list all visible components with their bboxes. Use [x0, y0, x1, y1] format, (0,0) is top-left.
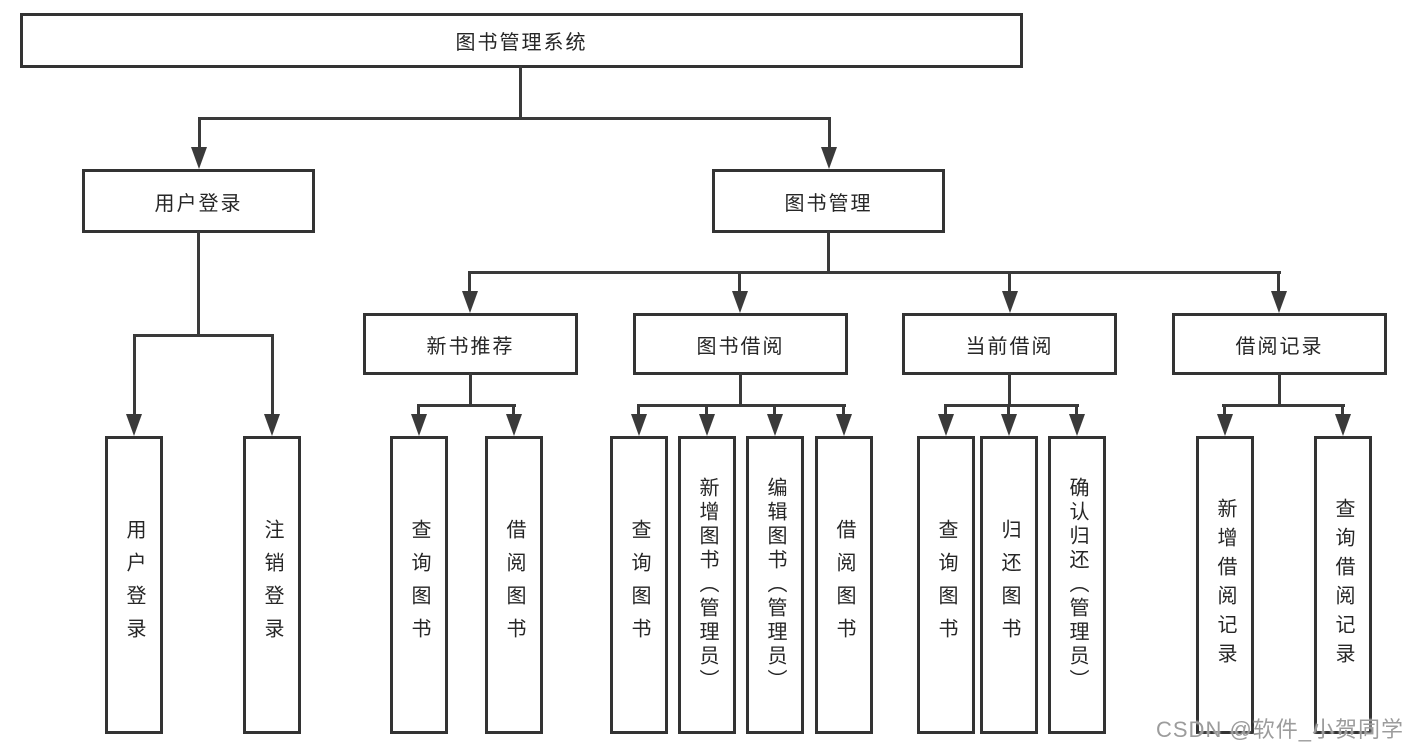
node-borrow-record: 借阅记录	[1172, 313, 1387, 375]
arrowhead-icon	[506, 414, 522, 436]
edge-new-book-splitter	[417, 404, 516, 407]
edge-book-mgmt-stem	[827, 231, 830, 274]
leaf-add-book-admin-label: 新增图书（管理员）	[696, 477, 718, 693]
leaf-return-book-label: 归还图书	[998, 519, 1020, 651]
leaf-edit-book-admin: 编辑图书（管理员）	[746, 436, 804, 734]
leaf-query-book-current-label: 查询图书	[935, 519, 957, 651]
edge-leaf	[1007, 404, 1010, 416]
node-borrow-record-label: 借阅记录	[1235, 335, 1324, 358]
arrowhead-icon	[462, 291, 478, 313]
leaf-query-book-borrow-label: 查询图书	[628, 519, 650, 651]
leaf-logout-label: 注销登录	[261, 519, 283, 651]
edge-leaf	[842, 404, 845, 416]
leaf-add-borrow-record-label: 新增借阅记录	[1214, 498, 1236, 672]
arrowhead-icon	[631, 414, 647, 436]
edge-leaf	[773, 404, 776, 416]
edge-borrow-record-stem	[1278, 373, 1281, 406]
node-book-mgmt: 图书管理	[712, 169, 945, 233]
leaf-query-book-current: 查询图书	[917, 436, 975, 734]
arrowhead-icon	[1335, 414, 1351, 436]
leaf-confirm-return-admin-label: 确认归还（管理员）	[1066, 477, 1088, 693]
arrowhead-icon	[191, 147, 207, 169]
edge-to-borrow-record	[1277, 271, 1280, 295]
leaf-borrow-book-recommend: 借阅图书	[485, 436, 543, 734]
leaf-borrow-book: 借阅图书	[815, 436, 873, 734]
edge-to-current-borrow	[1008, 271, 1011, 295]
edge-leaf	[944, 404, 947, 416]
leaf-add-borrow-record: 新增借阅记录	[1196, 436, 1254, 734]
leaf-logout: 注销登录	[243, 436, 301, 734]
arrowhead-icon	[411, 414, 427, 436]
arrowhead-icon	[732, 291, 748, 313]
node-new-book-recommend: 新书推荐	[363, 313, 578, 375]
edge-current-borrow-stem	[1008, 373, 1011, 406]
edge-book-borrow-splitter	[637, 404, 846, 407]
arrowhead-icon	[126, 414, 142, 436]
arrowhead-icon	[767, 414, 783, 436]
edge-book-borrow-stem	[739, 373, 742, 406]
edge-leaf	[705, 404, 708, 416]
edge-book-mgmt-splitter	[468, 271, 1281, 274]
node-new-book-recommend-label: 新书推荐	[426, 335, 515, 358]
csdn-watermark: CSDN @软件_小贺同学	[1156, 717, 1405, 742]
edge-to-leaf-logout	[271, 334, 274, 418]
node-user-login-label: 用户登录	[154, 192, 243, 215]
edge-to-book-borrow	[738, 271, 741, 295]
leaf-borrow-book-recommend-label: 借阅图书	[503, 519, 525, 651]
arrowhead-icon	[1217, 414, 1233, 436]
leaf-user-login-label: 用户登录	[123, 519, 145, 651]
node-book-borrow-label: 图书借阅	[696, 335, 785, 358]
leaf-query-borrow-record: 查询借阅记录	[1314, 436, 1372, 734]
edge-to-book-mgmt	[828, 117, 831, 151]
edge-to-user-login	[198, 117, 201, 151]
leaf-borrow-book-label: 借阅图书	[833, 519, 855, 651]
edge-to-leaf-login	[133, 334, 136, 418]
leaf-add-book-admin: 新增图书（管理员）	[678, 436, 736, 734]
arrowhead-icon	[264, 414, 280, 436]
edge-leaf	[1223, 404, 1226, 416]
edge-current-borrow-splitter	[944, 404, 1079, 407]
edge-leaf	[417, 404, 420, 416]
arrowhead-icon	[1069, 414, 1085, 436]
edge-user-login-splitter	[133, 334, 274, 337]
edge-borrow-record-splitter	[1222, 404, 1345, 407]
leaf-return-book: 归还图书	[980, 436, 1038, 734]
node-library-system: 图书管理系统	[20, 13, 1023, 68]
node-current-borrow-label: 当前借阅	[965, 335, 1054, 358]
arrowhead-icon	[1002, 291, 1018, 313]
node-book-mgmt-label: 图书管理	[784, 192, 873, 215]
edge-leaf	[1341, 404, 1344, 416]
edge-root-splitter	[198, 117, 831, 120]
arrowhead-icon	[1271, 291, 1287, 313]
arrowhead-icon	[1001, 414, 1017, 436]
arrowhead-icon	[699, 414, 715, 436]
node-current-borrow: 当前借阅	[902, 313, 1117, 375]
node-library-system-label: 图书管理系统	[455, 32, 588, 54]
leaf-query-book-recommend: 查询图书	[390, 436, 448, 734]
leaf-confirm-return-admin: 确认归还（管理员）	[1048, 436, 1106, 734]
node-user-login: 用户登录	[82, 169, 315, 233]
arrowhead-icon	[938, 414, 954, 436]
edge-root-stem	[519, 66, 522, 119]
edge-user-login-stem	[197, 231, 200, 336]
leaf-query-book-borrow: 查询图书	[610, 436, 668, 734]
edge-to-new-book	[468, 271, 471, 295]
edge-leaf	[637, 404, 640, 416]
edge-leaf	[1075, 404, 1078, 416]
leaf-user-login: 用户登录	[105, 436, 163, 734]
leaf-query-borrow-record-label: 查询借阅记录	[1332, 498, 1354, 672]
edge-leaf	[512, 404, 515, 416]
edge-new-book-stem	[469, 373, 472, 406]
arrowhead-icon	[821, 147, 837, 169]
leaf-query-book-recommend-label: 查询图书	[408, 519, 430, 651]
leaf-edit-book-admin-label: 编辑图书（管理员）	[764, 477, 786, 693]
node-book-borrow: 图书借阅	[633, 313, 848, 375]
arrowhead-icon	[836, 414, 852, 436]
